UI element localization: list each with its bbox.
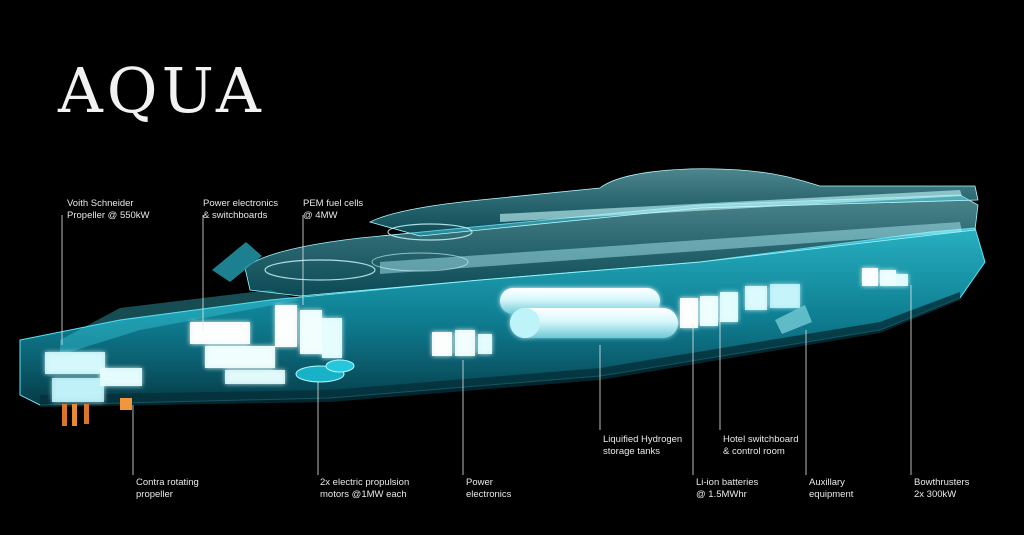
- callout-line: propeller: [136, 489, 173, 500]
- bowthruster-units: [862, 268, 908, 286]
- callout-line: @ 1.5MWhr: [696, 489, 747, 500]
- aft-deck: [60, 290, 300, 355]
- callout-line: Propeller @ 550kW: [67, 210, 150, 221]
- deck-ring-3: [371, 252, 469, 272]
- callout-pem-fuel-cells: PEM fuel cells @ 4MW: [303, 198, 363, 222]
- callout-leaders: [61, 215, 912, 475]
- callout-power-electronics-switchboards: Power electronics & switchboards: [203, 198, 278, 222]
- callout-line: Li-ion batteries: [696, 477, 759, 488]
- power-electronics-units: [432, 330, 492, 356]
- callout-line: equipment: [809, 489, 854, 500]
- hotel-switchboard-units: [745, 284, 800, 310]
- callout-auxillary-equipment: Auxillary equipment: [809, 477, 853, 501]
- callout-line: Liquified Hydrogen: [603, 434, 683, 445]
- callout-electric-propulsion-motors: 2x electric propulsion motors @1MW each: [320, 477, 409, 501]
- callout-line: Contra rotating: [136, 477, 199, 488]
- callout-line: motors @1MW each: [320, 489, 407, 500]
- callout-line: 2x 300kW: [914, 489, 957, 500]
- callout-line: Power: [466, 477, 493, 488]
- deck-ring-2: [387, 223, 473, 241]
- callout-line: @ 4MW: [303, 210, 338, 221]
- keel-band: [40, 292, 960, 407]
- hydrogen-tanks: [500, 288, 678, 338]
- auxillary-fin: [775, 305, 812, 334]
- callout-liquified-hydrogen-tanks: Liquified Hydrogen storage tanks: [603, 434, 682, 458]
- pem-fuel-cell-blocks: [275, 305, 342, 358]
- deck-ring-1: [264, 259, 376, 281]
- callout-line: Power electronics: [203, 198, 278, 209]
- callout-line: 2x electric propulsion: [320, 477, 410, 488]
- window-band-upper: [500, 190, 962, 222]
- callout-line: & control room: [723, 446, 785, 457]
- callout-bowthrusters: Bowthrusters 2x 300kW: [914, 477, 969, 501]
- callout-line: Voith Schneider: [67, 198, 134, 209]
- callout-line: Bowthrusters: [914, 477, 970, 488]
- window-band-lower: [380, 222, 962, 274]
- callout-li-ion-batteries: Li-ion batteries @ 1.5MWhr: [696, 477, 758, 501]
- callout-line: electronics: [466, 489, 512, 500]
- callout-line: & switchboards: [203, 210, 268, 221]
- callout-line: storage tanks: [603, 446, 661, 457]
- callout-line: Auxillary: [809, 477, 845, 488]
- callout-contra-rotating-propeller: Contra rotating propeller: [136, 477, 199, 501]
- aft-fin: [212, 242, 262, 282]
- callout-line: Hotel switchboard: [723, 434, 799, 445]
- callout-line: PEM fuel cells: [303, 198, 364, 209]
- callout-power-electronics: Power electronics: [466, 477, 511, 501]
- stern-machinery: [45, 352, 142, 402]
- propeller-struts: [62, 398, 132, 426]
- callout-voith-schneider-propeller: Voith Schneider Propeller @ 550kW: [67, 198, 150, 222]
- callout-hotel-switchboard: Hotel switchboard & control room: [723, 434, 799, 458]
- aqua-logo: AQUA: [58, 54, 265, 127]
- propulsion-motors: [295, 359, 355, 383]
- battery-racks: [680, 292, 738, 328]
- switchboard-cabinets: [190, 322, 285, 384]
